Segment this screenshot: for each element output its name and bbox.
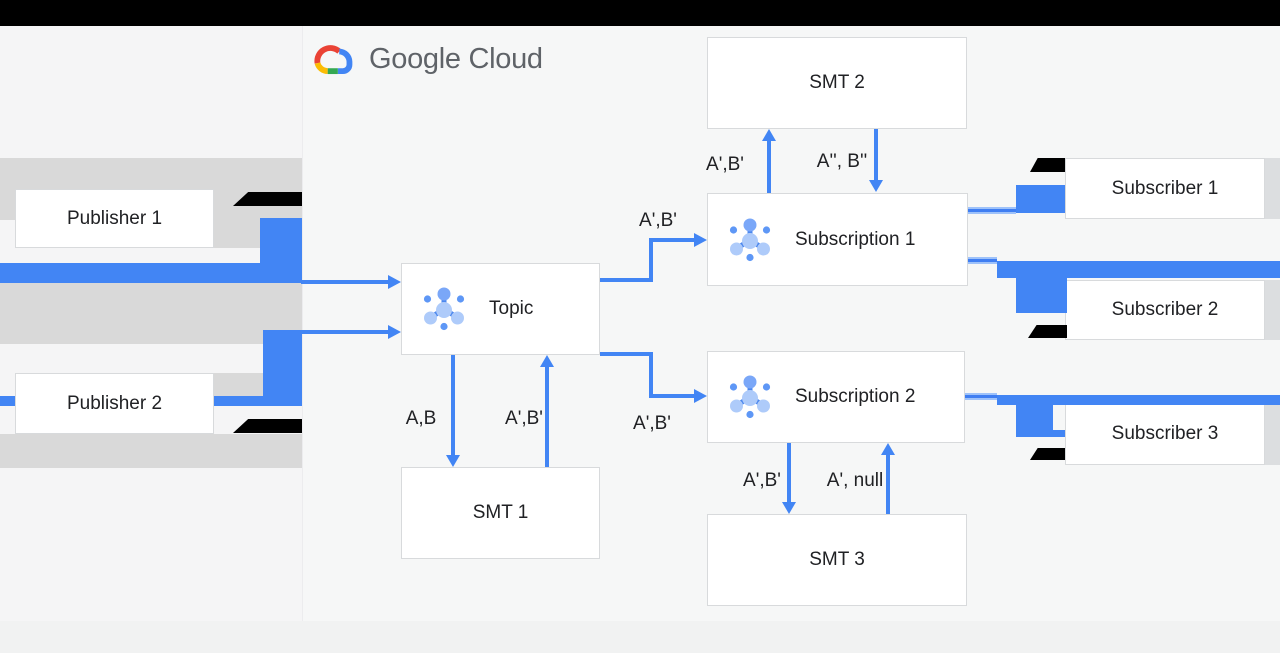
pubsub-subscription-icon [729,218,771,261]
edge-smt3-sub2-arrowhead [881,443,895,455]
edge-pub2-topic-line [301,330,388,334]
edge-topic-sub1-arrowhead [694,233,707,247]
edge-smt1-topic-arrowhead [540,355,554,367]
glitch-blue-rect-subscriber2 [1016,261,1067,313]
edge-label-smt1-topic: A',B' [505,408,543,429]
gray-band-2 [0,283,302,344]
edge-sub1-smt2-line [767,140,771,193]
glitch-black-mark-subscriber3 [1030,448,1065,460]
gray-band-3 [0,434,302,468]
google-cloud-logo: Google Cloud [308,36,543,82]
edge-topic-sub1-seg1 [600,278,653,282]
glitch-blue-band-pub1 [0,263,260,283]
glitch-blue-seg-pub2 [214,396,263,406]
glitch-blue-seg-left-edge [0,396,15,406]
edge-smt2-sub1-line [874,129,878,181]
node-label: Subscriber 2 [1111,299,1219,320]
edge-topic-sub2-seg3 [649,394,694,398]
node-publisher-1: Publisher 1 [15,189,214,248]
edge-smt1-topic-line [545,366,549,467]
node-label: Publisher 1 [66,207,163,229]
edge-label-sub1-smt2: A',B' [706,154,744,175]
edge-smt3-sub2-line [886,455,890,514]
node-label: Subscription 2 [795,386,916,407]
edge-label-smt3-sub2: A', null [826,470,884,491]
google-cloud-logo-text: Google Cloud [369,42,543,75]
edge-topic-sub2-arrowhead [694,389,707,403]
node-smt-2: SMT 2 [707,37,967,129]
bottom-band [0,621,1280,653]
edge-label-topic-sub2: A',B' [633,413,671,434]
glitch-blue-rect-pub2 [263,330,302,406]
edge-sub1-subscriber1-stub-core [968,209,1016,212]
google-cloud-logo-icon [314,44,353,74]
node-label: SMT 3 [809,549,865,570]
glitch-blue-rect-subscriber1 [1016,185,1065,213]
node-smt-1: SMT 1 [401,467,600,559]
edge-topic-sub1-seg3 [649,238,694,242]
edge-label-sub2-smt3: A',B' [743,470,781,491]
edge-pub1-topic-line [301,280,388,284]
edge-label-topic-smt1: A,B [405,408,437,429]
pubsub-subscription-icon [729,375,771,419]
gray-strip-subscriber-1 [1265,158,1280,219]
node-label: SMT 2 [809,72,865,93]
glitch-black-mark-pub1 [233,192,302,206]
edge-smt2-sub1-arrowhead [869,180,883,192]
node-label: Subscription 1 [795,228,916,250]
glitch-blue-notch-subscriber3 [1053,430,1065,437]
node-subscription-1: Subscription 1 [707,193,968,286]
edge-topic-smt1-arrowhead [446,455,460,467]
node-subscription-2: Subscription 2 [707,351,965,443]
pubsub-topic-icon [423,287,465,331]
edge-pub1-topic-arrowhead [388,275,401,289]
node-label: Topic [489,298,534,319]
glitch-blue-rect-subscriber3 [1016,399,1053,437]
gray-strip-subscriber-3 [1265,403,1280,465]
node-label: Subscriber 1 [1111,177,1219,199]
edge-sub2-smt3-arrowhead [782,502,796,514]
glitch-blue-band-subscriber2 [997,261,1280,278]
edge-topic-sub1-seg2 [649,238,653,282]
edge-sub1-smt2-arrowhead [762,129,776,141]
edge-label-topic-sub1: A',B' [639,210,677,231]
node-topic: Topic [401,263,600,355]
glitch-blue-band-subscriber3 [997,395,1280,405]
node-label: SMT 1 [472,502,529,523]
node-label: Subscriber 3 [1111,423,1219,444]
node-subscriber-3: Subscriber 3 [1065,403,1265,465]
glitch-black-mark-pub2 [233,419,302,433]
edge-label-smt2-sub1: A'', B'' [816,151,868,172]
edge-topic-sub2-seg2 [649,352,653,398]
node-smt-3: SMT 3 [707,514,967,606]
glitch-black-mark-subscriber1 [1030,158,1065,172]
node-subscriber-2: Subscriber 2 [1065,280,1265,340]
top-black-bar [0,0,1280,26]
glitch-black-mark-subscriber2 [1028,325,1067,338]
gray-strip-subscriber-2 [1265,280,1280,340]
node-label: Publisher 2 [66,392,163,414]
edge-sub2-subscriber3-stub-core [965,395,997,398]
glitch-blue-rect-pub1 [260,218,302,283]
panel-seam [302,26,303,621]
edge-pub2-topic-arrowhead [388,325,401,339]
node-subscriber-1: Subscriber 1 [1065,158,1265,219]
node-publisher-2: Publisher 2 [15,373,214,434]
edge-topic-sub2-seg1 [600,352,653,356]
edge-sub1-subscriber2-stub-core [968,259,997,262]
edge-topic-smt1-line [451,355,455,456]
edge-sub2-smt3-line [787,443,791,503]
